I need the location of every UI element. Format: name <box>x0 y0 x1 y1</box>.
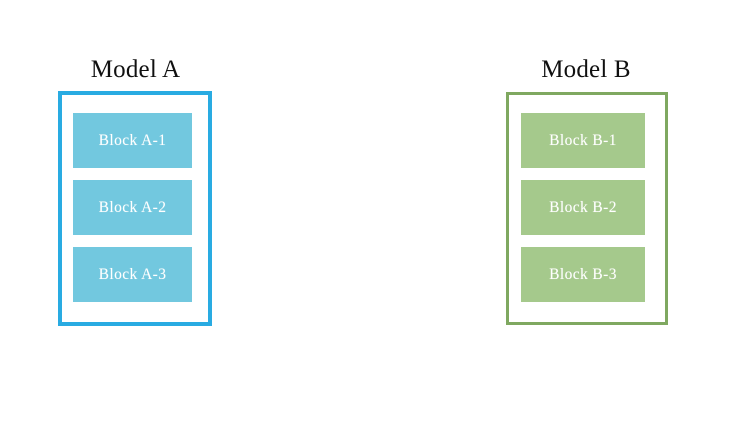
model-b-block-list: Block B-1 Block B-2 Block B-3 <box>521 113 645 303</box>
model-group-a: Model A Block A-1 Block A-2 Block A-3 <box>38 55 233 330</box>
model-group-b: Model B Block B-1 Block B-2 Block B-3 <box>486 55 686 330</box>
model-a-block-list: Block A-1 Block A-2 Block A-3 <box>73 113 192 303</box>
block-b-3[interactable]: Block B-3 <box>521 247 645 302</box>
model-b-title: Model B <box>541 56 631 83</box>
block-b-2[interactable]: Block B-2 <box>521 180 645 235</box>
block-a-3[interactable]: Block A-3 <box>73 247 192 302</box>
block-a-2[interactable]: Block A-2 <box>73 180 192 235</box>
block-a-1[interactable]: Block A-1 <box>73 113 192 168</box>
block-b-1[interactable]: Block B-1 <box>521 113 645 168</box>
model-a-title: Model A <box>90 56 181 83</box>
